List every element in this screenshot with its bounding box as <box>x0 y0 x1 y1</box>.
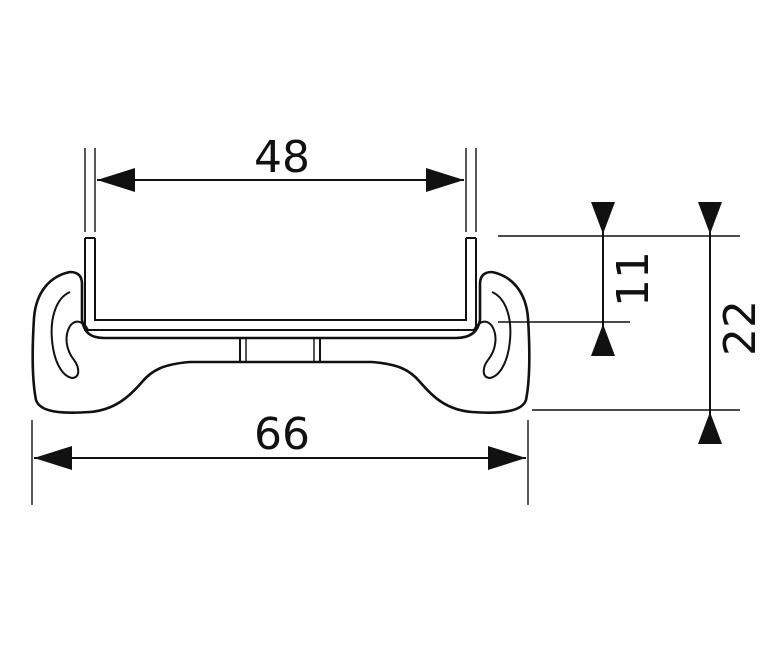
dimension-66: 66 <box>31 409 529 505</box>
arrowhead-up-icon <box>591 324 615 356</box>
dimension-48-extensions <box>84 148 477 232</box>
dimension-22-label: 22 <box>715 300 766 356</box>
arrowhead-right-icon <box>426 168 464 192</box>
arrowhead-left-icon <box>34 446 72 470</box>
dimension-11-label: 11 <box>608 251 659 307</box>
dimension-11: 11 <box>591 202 659 356</box>
left-hook <box>50 291 89 380</box>
dimension-22: 22 <box>698 202 766 444</box>
arrowhead-down-icon <box>698 202 722 234</box>
insert-grate <box>84 237 477 331</box>
dimension-48-label: 48 <box>254 132 310 183</box>
right-hook <box>473 291 512 380</box>
arrowhead-down-icon <box>591 202 615 234</box>
arrowhead-right-icon <box>488 446 526 470</box>
dimension-66-label: 66 <box>254 409 310 460</box>
height-extensions <box>498 235 740 411</box>
dimension-48: 48 <box>97 132 464 192</box>
arrowhead-left-icon <box>97 168 135 192</box>
arrowhead-up-icon <box>698 412 722 444</box>
profile-body <box>31 270 531 414</box>
